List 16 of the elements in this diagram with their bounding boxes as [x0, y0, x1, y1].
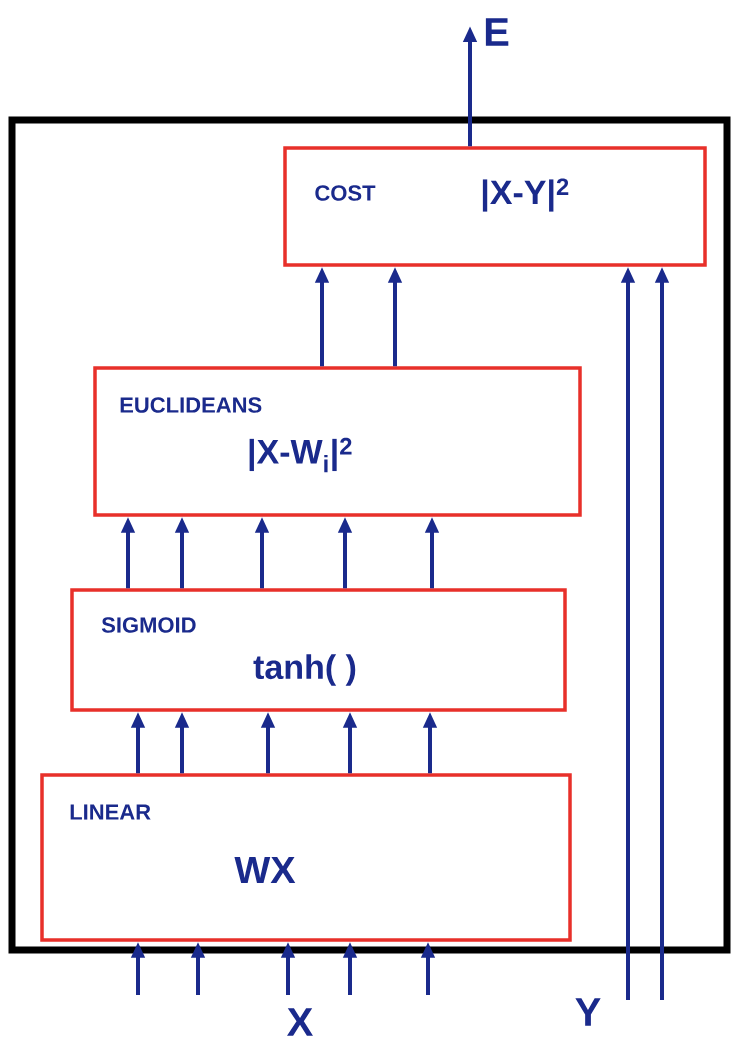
layer-box: [70, 588, 567, 712]
signal-label: X: [287, 1008, 313, 1036]
layer-box: [93, 366, 582, 517]
layer-heading: COST: [315, 185, 376, 201]
formula-text: |X-W$_{i}$|$^{2}$: [249, 437, 352, 473]
layer-heading: EUCLIDEANS: [120, 397, 262, 413]
signal-label: Y: [575, 998, 601, 1026]
layer-box: [283, 146, 707, 267]
signal-label: E: [485, 18, 509, 46]
layer-heading: LINEAR: [70, 804, 151, 820]
formula-text: WX: [234, 856, 296, 884]
layer-heading: SIGMOID: [101, 617, 196, 633]
frame-box: [8, 116, 731, 954]
layer-box: [40, 773, 572, 942]
formula-text: tanh( ): [253, 654, 356, 686]
formula-text: |X-Y|$^{2}$: [482, 178, 569, 212]
